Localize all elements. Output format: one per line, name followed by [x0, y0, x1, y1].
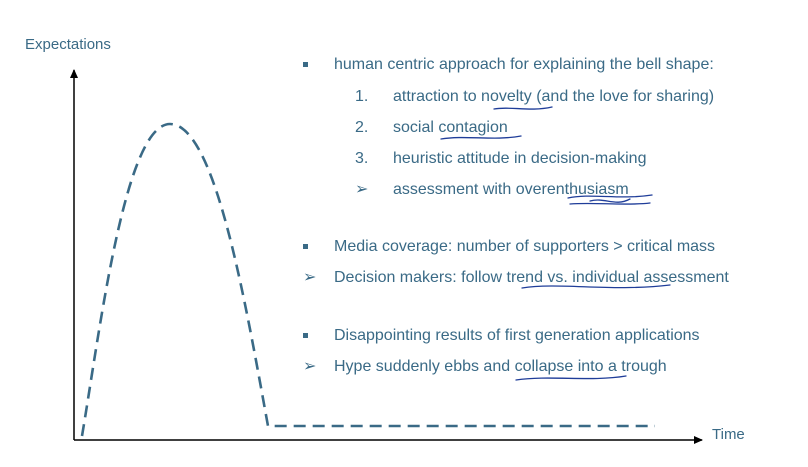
underline-collapse-into — [515, 375, 627, 381]
square-bullet-icon — [303, 244, 308, 249]
list-item-novelty: attraction to novelty (and the love for … — [393, 88, 715, 105]
underline-overenthusiasm — [567, 194, 653, 199]
list-item-social-contagion: social contagion — [393, 119, 508, 136]
y-axis-label: Expectations — [25, 36, 111, 53]
hype-curve — [80, 122, 655, 437]
scribble-overenthusiasm — [589, 198, 631, 203]
list-item-overenthusiasm: assessment with overenthusiasm — [393, 181, 629, 198]
square-bullet-icon — [303, 333, 308, 338]
list-item-heuristic: heuristic attitude in decision-making — [393, 150, 647, 167]
underline-trend-individual — [521, 284, 671, 289]
x-axis-label: Time — [712, 426, 745, 443]
underline-overenthusiasm-2 — [569, 202, 651, 205]
bullet-decision-makers: Decision makers: follow trend vs. indivi… — [334, 269, 729, 286]
arrow-bullet-icon: ➢ — [303, 269, 317, 286]
list-marker-1: 1. — [355, 88, 369, 105]
underline-novelty — [493, 106, 553, 110]
arrow-bullet-icon: ➢ — [303, 358, 317, 375]
bullet-media-coverage: Media coverage: number of supporters > c… — [334, 238, 716, 255]
list-marker-2: 2. — [355, 119, 369, 136]
arrow-bullet-icon: ➢ — [355, 181, 369, 198]
square-bullet-icon — [303, 62, 308, 67]
underline-contagion — [440, 135, 522, 140]
handwritten-annotations — [440, 106, 671, 381]
bullet-hype-ebbs: Hype suddenly ebbs and collapse into a t… — [334, 358, 667, 375]
list-marker-3: 3. — [355, 150, 369, 167]
bullet-disappointing-results: Disappointing results of first generatio… — [334, 327, 700, 344]
bullet-human-centric: human centric approach for explaining th… — [334, 56, 714, 73]
